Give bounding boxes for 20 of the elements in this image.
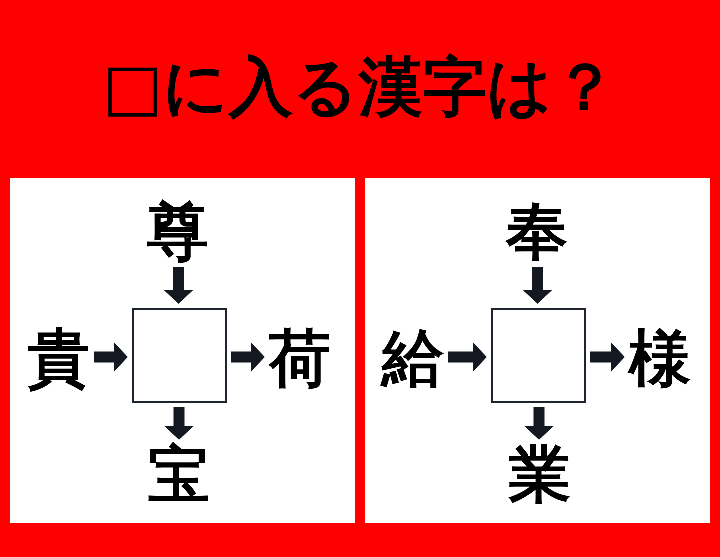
arrow — [164, 407, 194, 440]
kanji: 宝 — [148, 444, 210, 506]
answer-box — [491, 308, 586, 403]
arrow — [231, 342, 265, 372]
arrow — [448, 342, 487, 372]
panel — [365, 178, 710, 523]
kanji: 尊 — [147, 201, 209, 263]
arrow — [524, 407, 554, 440]
kanji: 奉 — [506, 201, 568, 263]
kanji: 荷 — [269, 328, 331, 390]
kanji: 貴 — [28, 328, 90, 390]
arrow — [94, 342, 128, 372]
kanji: 業 — [509, 444, 571, 506]
answer-box — [132, 308, 227, 403]
kanji: 給 — [382, 328, 444, 390]
kanji: 様 — [629, 328, 691, 390]
arrow — [590, 342, 625, 372]
panel — [10, 178, 355, 523]
arrow — [522, 267, 553, 304]
arrow — [164, 267, 194, 304]
